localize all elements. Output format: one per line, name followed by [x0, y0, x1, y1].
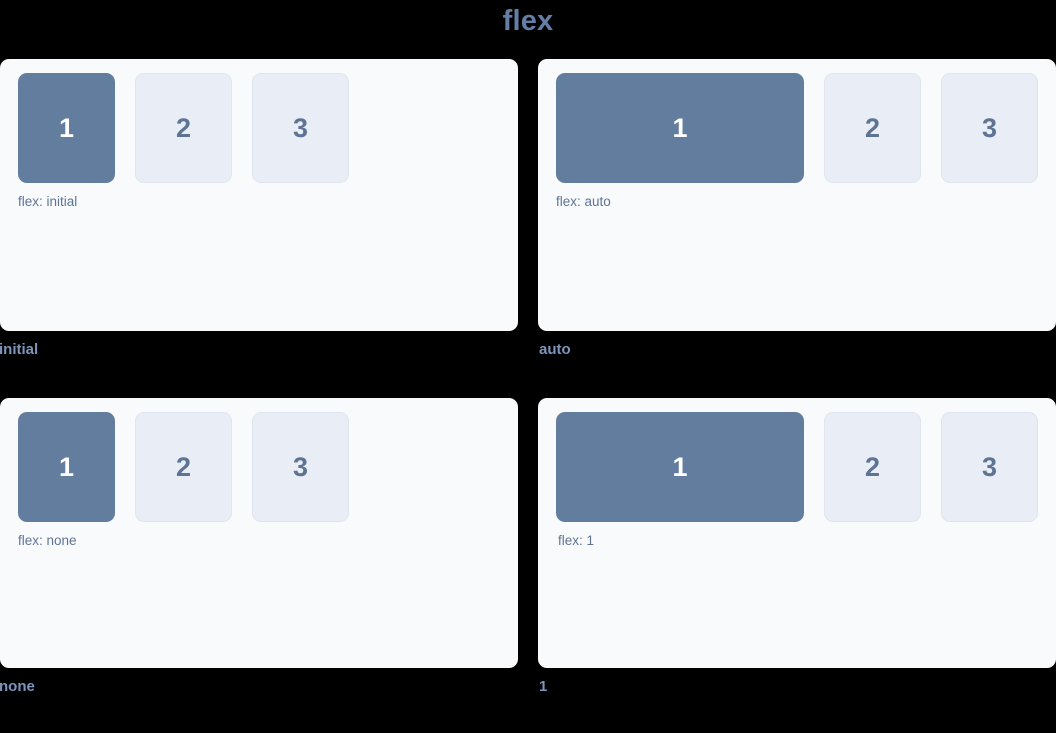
- demo-label-initial: initial: [0, 341, 39, 358]
- flex-demo-grid: 1 2 3 flex: initial initial 1 2 3 flex: …: [0, 59, 1056, 694]
- flex-container-auto: 1 2 3: [538, 73, 1056, 183]
- demo-caption-initial: flex: initial: [18, 194, 78, 209]
- demo-caption-none: flex: none: [18, 533, 77, 548]
- demo-panel-initial: 1 2 3 flex: initial: [0, 59, 518, 331]
- flex-item-1[interactable]: 1: [18, 412, 115, 522]
- flex-item-1[interactable]: 1: [556, 412, 804, 522]
- row-spacer: [0, 357, 1056, 398]
- demo-caption-auto: flex: auto: [556, 194, 611, 209]
- flex-item-1[interactable]: 1: [18, 73, 115, 183]
- flex-item-3[interactable]: 3: [252, 73, 349, 183]
- demo-panel-auto: 1 2 3 flex: auto: [538, 59, 1056, 331]
- flex-item-3[interactable]: 3: [941, 73, 1038, 183]
- demo-row-top: 1 2 3 flex: initial initial 1 2 3 flex: …: [0, 59, 1056, 357]
- flex-item-2[interactable]: 2: [135, 73, 232, 183]
- demo-panel-none: 1 2 3 flex: none: [0, 398, 518, 668]
- demo-row-bottom: 1 2 3 flex: none none 1 2 3 flex: 1 1: [0, 398, 1056, 694]
- demo-label-auto: auto: [539, 341, 571, 358]
- flex-item-3[interactable]: 3: [941, 412, 1038, 522]
- demo-panel-one: 1 2 3 flex: 1: [538, 398, 1056, 668]
- flex-item-2[interactable]: 2: [135, 412, 232, 522]
- flex-container-none: 1 2 3: [0, 412, 518, 522]
- demo-cell-none: 1 2 3 flex: none none: [0, 398, 518, 694]
- flex-item-2[interactable]: 2: [824, 73, 921, 183]
- demo-caption-one: flex: 1: [558, 533, 595, 548]
- demo-label-one: 1: [539, 678, 548, 695]
- page-title: flex: [502, 5, 554, 37]
- demo-label-none: none: [0, 678, 35, 695]
- flex-item-3[interactable]: 3: [252, 412, 349, 522]
- flex-item-2[interactable]: 2: [824, 412, 921, 522]
- flex-item-1[interactable]: 1: [556, 73, 804, 183]
- demo-cell-initial: 1 2 3 flex: initial initial: [0, 59, 518, 357]
- flex-container-one: 1 2 3: [538, 412, 1056, 522]
- demo-cell-one: 1 2 3 flex: 1 1: [538, 398, 1056, 694]
- demo-cell-auto: 1 2 3 flex: auto auto: [538, 59, 1056, 357]
- flex-container-initial: 1 2 3: [0, 73, 518, 183]
